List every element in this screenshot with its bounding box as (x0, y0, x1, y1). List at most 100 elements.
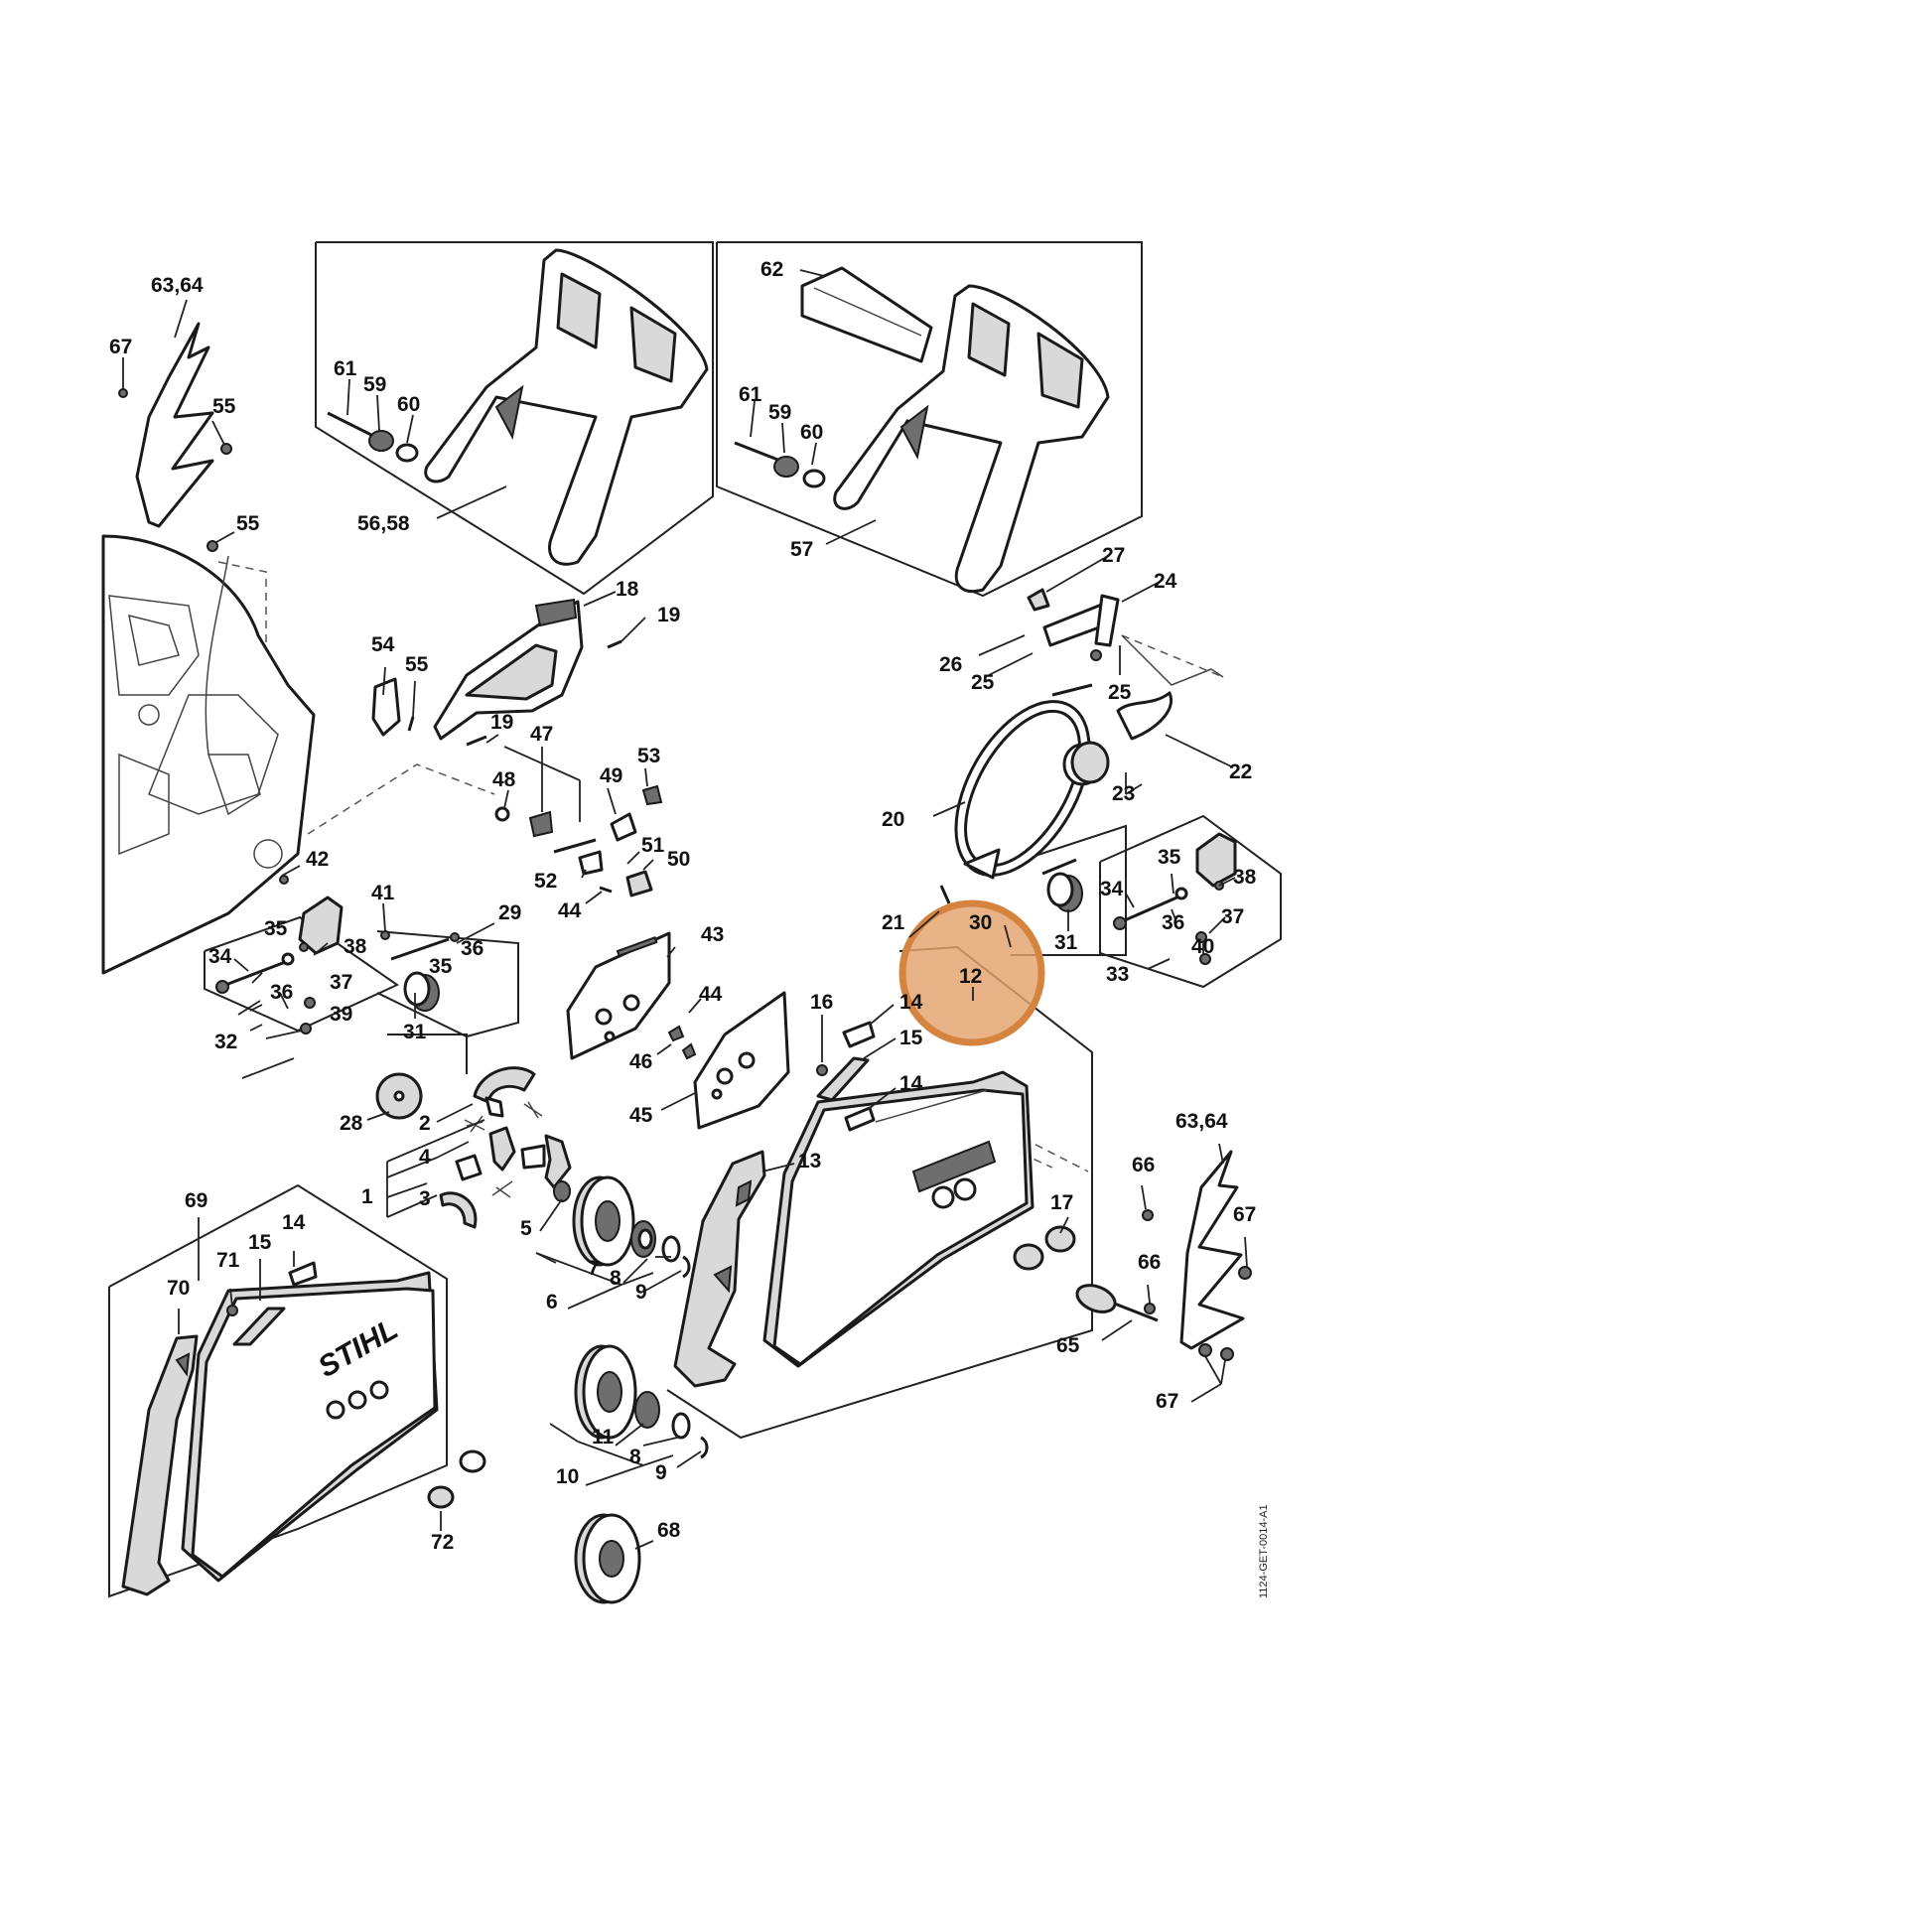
label-14: 14 (282, 1211, 306, 1234)
label-44: 44 (558, 899, 582, 922)
cover-small-parts-upper (816, 1021, 876, 1132)
label-70: 70 (167, 1277, 190, 1300)
label-27: 27 (1102, 544, 1125, 567)
label-31: 31 (1054, 931, 1078, 954)
label-3: 3 (419, 1187, 431, 1210)
label-55: 55 (405, 653, 429, 676)
label-19: 19 (490, 711, 513, 734)
label-67: 67 (1233, 1203, 1256, 1226)
label-61: 61 (739, 383, 762, 406)
chain-catcher-13 (673, 1150, 766, 1388)
label-40: 40 (1191, 935, 1214, 958)
label-8: 8 (610, 1267, 621, 1290)
engine-body (101, 534, 316, 975)
label-12: 12 (959, 965, 982, 988)
label-26: 26 (939, 653, 962, 676)
label-55: 55 (236, 512, 260, 535)
label-44: 44 (699, 983, 723, 1006)
label-17: 17 (1050, 1191, 1073, 1214)
label-48: 48 (492, 768, 516, 791)
label-18: 18 (616, 578, 639, 601)
label-5: 5 (520, 1217, 532, 1240)
label-29: 29 (498, 901, 521, 924)
hand-guard-right (734, 266, 1110, 593)
label-66: 66 (1138, 1251, 1161, 1274)
label-36: 36 (461, 937, 483, 960)
label-38: 38 (344, 935, 367, 958)
sprocket-cover (762, 1070, 1076, 1368)
oil-pump-right (1041, 832, 1237, 965)
label-34: 34 (208, 945, 232, 968)
brake-band-assembly (939, 588, 1224, 904)
label-9: 9 (655, 1461, 667, 1484)
label-39: 39 (330, 1003, 352, 1026)
label-30: 30 (969, 911, 992, 934)
label-37: 37 (330, 971, 352, 994)
label-53: 53 (637, 745, 660, 767)
label-72: 72 (431, 1531, 454, 1554)
label-59: 59 (363, 373, 386, 396)
label-63-64: 63,64 (1175, 1110, 1228, 1133)
label-49: 49 (600, 764, 622, 787)
label-14: 14 (899, 1072, 923, 1095)
label-13: 13 (798, 1150, 821, 1173)
label-35: 35 (264, 917, 288, 940)
label-37: 37 (1221, 905, 1244, 928)
label-46: 46 (629, 1050, 652, 1073)
label-67: 67 (1156, 1390, 1178, 1413)
label-19: 19 (657, 604, 680, 626)
label-21: 21 (882, 911, 905, 934)
label-61: 61 (334, 357, 357, 380)
label-2: 2 (419, 1112, 431, 1135)
label-56-58: 56,58 (357, 512, 410, 535)
label-67: 67 (109, 336, 132, 358)
leader-lines (122, 269, 1248, 1550)
label-69: 69 (185, 1189, 207, 1212)
label-54: 54 (371, 633, 395, 656)
label-62: 62 (760, 258, 783, 281)
drawing-code: 1124-GET-0014-A1 (1258, 1504, 1270, 1598)
label-35: 35 (429, 955, 453, 978)
label-50: 50 (667, 848, 690, 871)
spur-sprocket-68 (574, 1513, 641, 1604)
label-36: 36 (1162, 911, 1184, 934)
label-22: 22 (1229, 760, 1252, 783)
label-51: 51 (641, 834, 665, 857)
chain-brake-lever (371, 598, 622, 747)
highlight-marker (898, 899, 1045, 1046)
label-32: 32 (214, 1031, 237, 1053)
label-31: 31 (403, 1021, 427, 1043)
label-43: 43 (701, 923, 724, 946)
label-65: 65 (1056, 1334, 1080, 1357)
bumper-spike-top-left (118, 322, 232, 552)
label-4: 4 (419, 1146, 431, 1169)
label-23: 23 (1112, 782, 1135, 805)
label-1: 1 (361, 1185, 373, 1208)
label-34: 34 (1100, 878, 1124, 900)
label-7: 7 (588, 1257, 600, 1280)
label-10: 10 (556, 1465, 579, 1488)
guide-plates (566, 931, 790, 1130)
sprocket-rim-upper (553, 1175, 691, 1279)
oil-pump-drive-left (390, 932, 460, 1012)
label-42: 42 (306, 848, 329, 871)
chain-tensioner-parts (494, 784, 663, 897)
hand-guard-left (327, 248, 709, 566)
label-20: 20 (882, 808, 904, 831)
label-15: 15 (248, 1231, 272, 1254)
label-14: 14 (899, 991, 923, 1014)
label-71: 71 (216, 1249, 240, 1272)
label-47: 47 (530, 723, 553, 746)
label-9: 9 (635, 1281, 647, 1304)
label-68: 68 (657, 1519, 681, 1542)
bumper-spike-right (1075, 1150, 1252, 1361)
label-8: 8 (629, 1446, 641, 1468)
clutch-assembly (375, 1066, 572, 1229)
label-59: 59 (768, 401, 791, 424)
label-57: 57 (790, 538, 813, 561)
sprocket-rim-lower (574, 1344, 709, 1459)
label-52: 52 (534, 870, 557, 893)
oil-pump-left (215, 875, 390, 1035)
label-45: 45 (629, 1104, 653, 1127)
